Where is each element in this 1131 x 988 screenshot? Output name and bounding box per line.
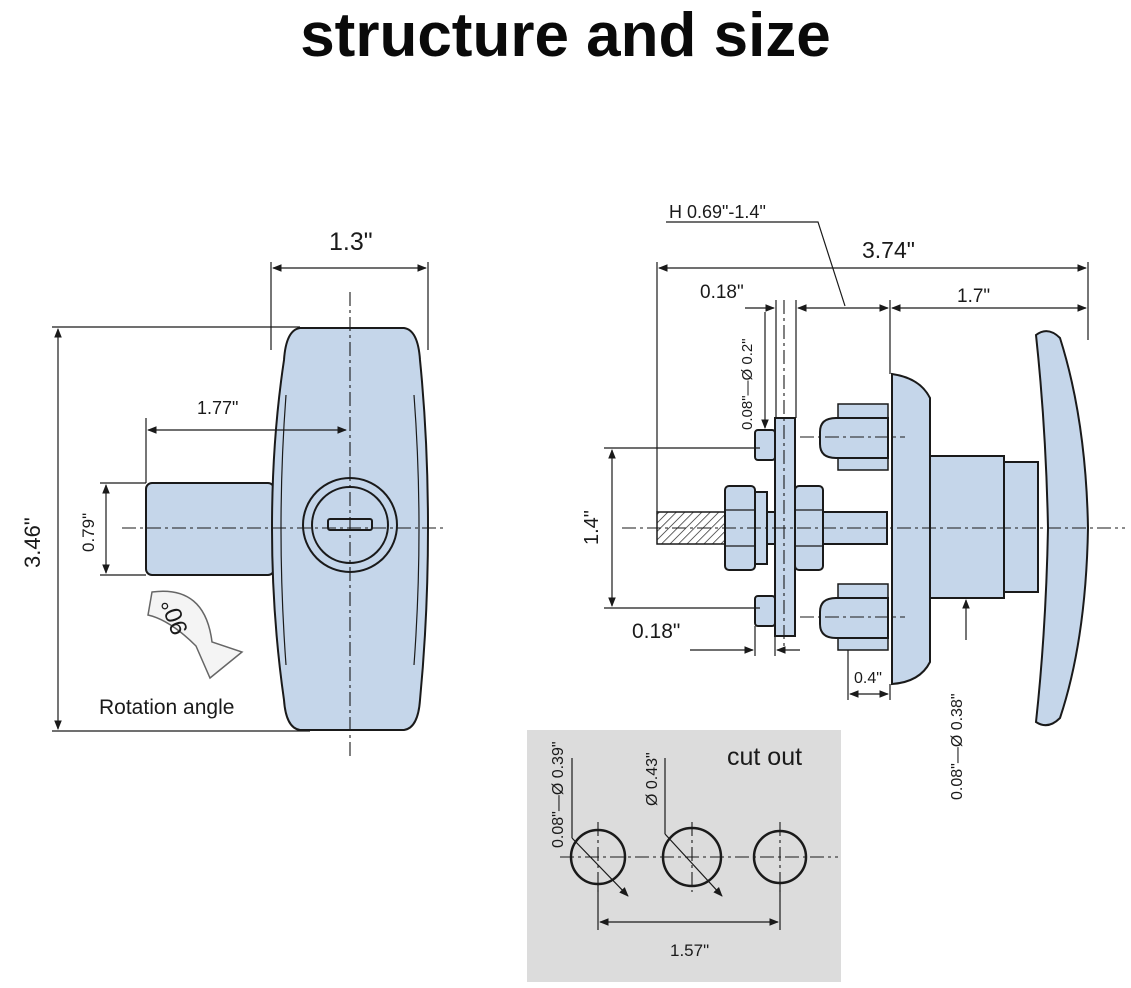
bolt-spacing-dim: 1.4" [581, 510, 603, 545]
shaft-diameter-dim: 0.79" [79, 513, 98, 552]
front-height-dim: 3.46" [20, 517, 45, 568]
handle-depth-dim: 1.7" [957, 286, 990, 307]
grip-range-dim: H 0.69"-1.4" [669, 202, 766, 222]
cut-out-label: cut out [727, 743, 802, 771]
handle-body [929, 455, 1005, 599]
cut-out-panel: cut out 0.08"—Ø 0.39" Ø 0.43" 1.57" [527, 730, 841, 982]
page-title: structure and size [300, 1, 831, 70]
rotation-angle-label: Rotation angle [99, 696, 234, 719]
center-hole-dim: Ø 0.43" [644, 752, 661, 806]
front-shaft [145, 482, 275, 576]
front-width-dim: 1.3" [329, 228, 373, 256]
spacing-dim: 1.57" [670, 941, 709, 960]
shaft-offset-dim: 1.77" [197, 398, 238, 418]
rotation-arrow-icon [147, 590, 244, 680]
plate-thickness-dim: 0.18" [700, 282, 744, 303]
bottom-offset-dim: 0.18" [632, 620, 680, 643]
mounting-plate [774, 417, 796, 637]
boss-depth-dim: 0.4" [854, 670, 882, 687]
t-handle-grip [1034, 330, 1090, 727]
total-length-dim: 3.74" [862, 237, 915, 263]
front-view: 90° Rotation angle 1.3" 3.46" 1.77" 0.79… [20, 228, 445, 760]
handle-flange [891, 372, 931, 686]
hole-diameter-dim: 0.08"—Ø 0.38" [949, 693, 966, 800]
screw-diameter-dim: 0.08"—Ø 0.2" [739, 338, 756, 430]
small-hole-dim: 0.08"—Ø 0.39" [550, 741, 567, 848]
side-view: 3.74" H 0.69"-1.4" 0.18" 1.7" 0.08"—Ø 0.… [581, 202, 1125, 800]
